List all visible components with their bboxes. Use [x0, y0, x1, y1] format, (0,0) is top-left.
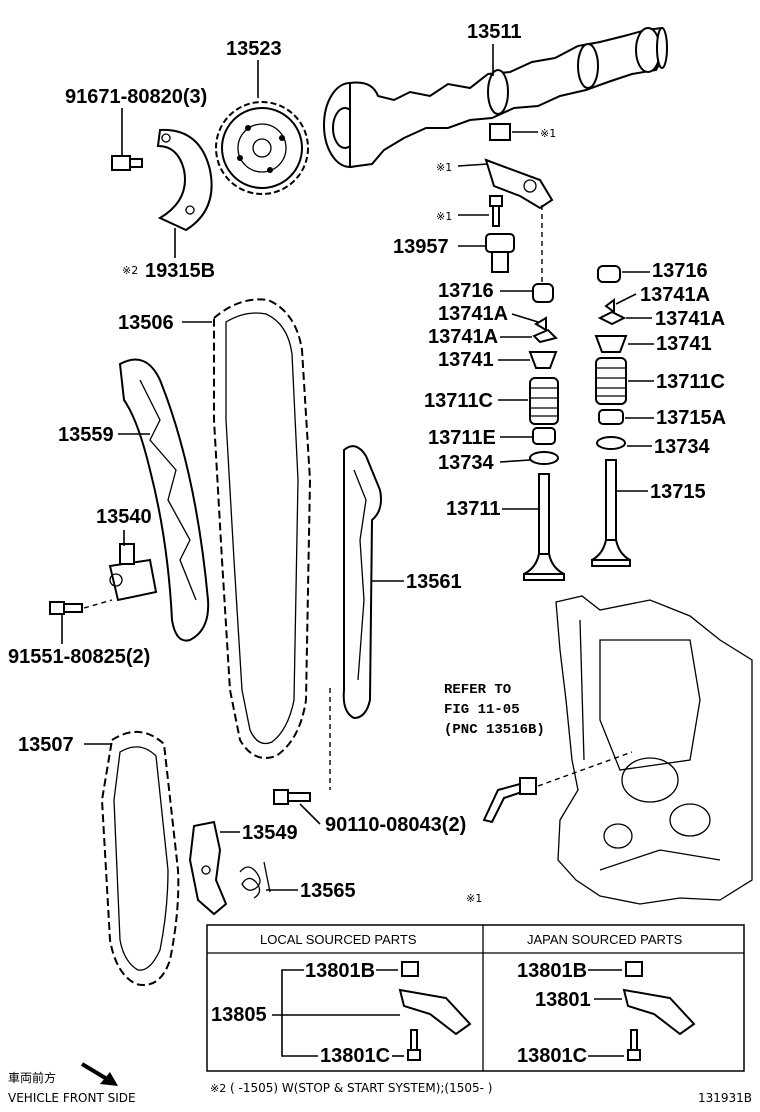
label-13734-right: 13734: [654, 436, 710, 458]
engine-block: [555, 595, 753, 905]
figure-code: 131931B: [698, 1091, 752, 1105]
exhaust-valve: [591, 459, 631, 567]
chain-slipper-guide: [118, 358, 210, 642]
label-13711C-left: 13711C: [424, 390, 493, 412]
lash-adjuster-13957: [485, 233, 515, 273]
spring-retainer-right: [594, 335, 628, 353]
mark-1d: ※1: [466, 892, 482, 905]
chain-tensioner: [108, 543, 158, 602]
valve-spring-left: [529, 377, 559, 425]
valve-seal-right: [598, 409, 624, 425]
mark-1b: ※1: [436, 161, 452, 174]
local-13805: 13805: [211, 1004, 267, 1026]
mark-1a: ※1: [540, 127, 556, 140]
label-13741A-right-2: 13741A: [655, 308, 725, 330]
label-13715A: 13715A: [656, 407, 726, 429]
local-sourced-header: LOCAL SOURCED PARTS: [260, 932, 417, 947]
bolt-90110: [273, 789, 311, 805]
label-19315B: 19315B: [145, 260, 215, 282]
spring-retainer: [528, 351, 558, 369]
japan-13801C: 13801C: [517, 1045, 587, 1067]
mark-x2: ※2: [122, 264, 138, 277]
note-text: ( -1505) W(STOP & START SYSTEM);(1505- ): [230, 1081, 492, 1095]
label-91671-80820: 91671-80820(3): [65, 86, 207, 108]
label-13716-right: 13716: [652, 260, 708, 282]
label-13716-left: 13716: [438, 280, 494, 302]
label-13741-left: 13741: [438, 349, 494, 371]
label-13734-left: 13734: [438, 452, 494, 474]
sourced-parts-table: [206, 924, 745, 1072]
valve-keeper-right-b: [597, 310, 627, 326]
label-13511: 13511: [467, 21, 522, 43]
tension-spring-13565: [239, 861, 271, 899]
spring-seat-right: [596, 436, 626, 450]
mark-1c: ※1: [436, 210, 452, 223]
valve-keeper: [534, 316, 547, 332]
japan-sourced-header: JAPAN SOURCED PARTS: [527, 932, 683, 947]
local-rocker-arm: [398, 988, 472, 1036]
refer-line-2: FIG 11-05: [444, 702, 520, 718]
note-mark-2: ※2: [210, 1082, 226, 1095]
chain-vibration-damper: [342, 445, 382, 720]
label-90110-08043: 90110-08043(2): [325, 814, 466, 836]
bolt-91671: [111, 155, 143, 171]
valve-stem-seal: [532, 427, 556, 445]
camshaft-timing-plate: [156, 128, 213, 232]
label-13741A-left-1: 13741A: [438, 303, 508, 325]
local-nut: [401, 961, 419, 977]
label-13741A-right-1: 13741A: [640, 284, 710, 306]
cam-sprocket: [215, 101, 309, 195]
valve-keeper-right-a: [604, 298, 615, 314]
label-13741A-left-2: 13741A: [428, 326, 498, 348]
valve-lifter-13716-right: [597, 265, 621, 283]
label-13565: 13565: [300, 880, 356, 902]
label-13561: 13561: [406, 571, 462, 593]
japan-13801B: 13801B: [517, 960, 587, 982]
local-13801B: 13801B: [305, 960, 375, 982]
label-13711E: 13711E: [428, 427, 496, 449]
japan-rocker-arm: [622, 988, 696, 1036]
label-13506: 13506: [118, 312, 174, 334]
label-13711C-right: 13711C: [656, 371, 725, 393]
label-13957: 13957: [393, 236, 449, 258]
bolt-91551: [49, 601, 83, 615]
adjusting-screw: [489, 195, 503, 227]
rocker-arm: [484, 158, 554, 210]
label-13549: 13549: [242, 822, 298, 844]
valve-lifter-13716: [532, 283, 554, 303]
front-arrow-icon: [80, 1062, 118, 1086]
label-13715: 13715: [650, 481, 706, 503]
label-13540: 13540: [96, 506, 152, 528]
vehicle-front-side-label: VEHICLE FRONT SIDE: [8, 1091, 136, 1105]
refer-line-3: (PNC 13516B): [444, 722, 545, 738]
refer-line-1: REFER TO: [444, 682, 511, 698]
oil-pump-drive-chain: [100, 731, 180, 986]
label-91551-80825: 91551-80825(2): [8, 646, 150, 668]
japan-nut: [625, 961, 643, 977]
adjuster-nut: [489, 123, 511, 141]
label-13523: 13523: [226, 38, 282, 60]
japan-13801: 13801: [535, 989, 591, 1011]
spring-seat-left: [529, 451, 559, 465]
jp-front-label: 車両前方: [8, 1070, 56, 1085]
label-13741-right: 13741: [656, 333, 712, 355]
valve-keeper-pair: [532, 328, 558, 344]
japan-screw: [627, 1049, 641, 1061]
camshaft: [323, 26, 668, 169]
intake-valve: [523, 473, 565, 581]
valve-spring-right: [595, 357, 627, 405]
label-13711: 13711: [446, 498, 501, 520]
label-13559: 13559: [58, 424, 114, 446]
chain-tensioner-arm-13549: [188, 820, 228, 916]
timing-chain-13506: [213, 298, 312, 759]
local-13801C: 13801C: [320, 1045, 390, 1067]
label-13507: 13507: [18, 734, 74, 756]
oil-jet-pipe: [482, 777, 537, 824]
local-screw: [407, 1049, 421, 1061]
